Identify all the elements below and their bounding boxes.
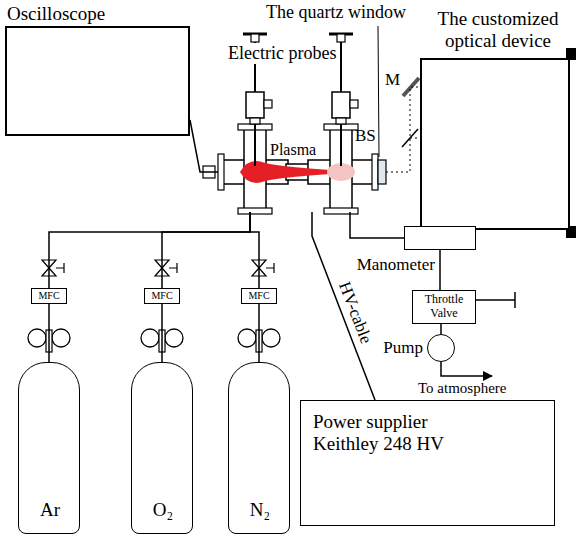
flange (218, 154, 224, 190)
pump-symbol: Pump (427, 334, 455, 362)
quartz-window (378, 160, 386, 184)
probe-fitting (246, 92, 264, 118)
oscilloscope-box: Oscilloscope (5, 26, 190, 136)
gas-valve (169, 263, 177, 273)
flange (324, 208, 358, 214)
probe-handle (251, 34, 259, 42)
part-label: To atmosphere (418, 380, 507, 397)
node-text: MFC (36, 290, 61, 302)
node-text: N₂ (229, 499, 291, 521)
part-label: The quartz window (266, 2, 406, 23)
node-text: Pump (383, 338, 423, 358)
pipe-or-cable (49, 212, 250, 288)
gas-cylinder: Ar (18, 362, 80, 534)
pressure-gauge (262, 329, 280, 347)
pressure-gauge (141, 329, 159, 347)
mfc-box: MFC (241, 288, 277, 304)
gas-cylinder: N₂ (228, 362, 290, 534)
flange (372, 154, 378, 190)
pressure-gauge (238, 329, 256, 347)
node-text: The customized optical device (419, 8, 577, 52)
pressure-gauge (165, 329, 183, 347)
pressure-gauge (52, 329, 70, 347)
probe-fitting (250, 118, 260, 124)
node-text: Manometer (357, 255, 435, 275)
pipe-or-cable (162, 212, 250, 288)
node-text: Power supplier Keithley 248 HV (313, 411, 473, 455)
probe-fitting (336, 118, 346, 124)
throttle-valve-box: Throttle Valve (412, 290, 476, 324)
pipe-or-cable (250, 212, 259, 288)
node-text: O₂ (132, 499, 194, 521)
part-label: BS (355, 126, 376, 146)
node-text: Plasma (270, 141, 316, 159)
valve-handle (514, 292, 516, 308)
pipe-or-cable (350, 212, 404, 238)
gas-valve (266, 263, 274, 273)
gas-valve (56, 263, 64, 273)
probe-handle (337, 34, 345, 42)
probe-fitting (332, 92, 350, 118)
gas-cylinder: O₂ (131, 362, 193, 534)
pressure-gauge (28, 329, 46, 347)
valve-handle (470, 299, 515, 301)
node-text: MFC (149, 290, 174, 302)
probe-fitting (350, 100, 358, 108)
plasma-chamber: Plasma (218, 140, 386, 212)
node-text: Throttle Valve (413, 293, 475, 321)
probe-fitting (264, 100, 272, 108)
power-supply-box: Power supplier Keithley 248 HV (300, 400, 555, 526)
leader-line (378, 26, 379, 157)
pipe-or-cable (190, 120, 218, 172)
flange (238, 208, 272, 214)
part-label: M (385, 70, 400, 90)
mfc-box: MFC (31, 288, 67, 304)
optical-device-box: The customized optical device (420, 58, 570, 230)
mirror (403, 78, 419, 96)
manometer-box: Manometer (404, 226, 476, 250)
pipe-or-cable (258, 304, 260, 362)
pipe-or-cable (48, 304, 50, 362)
exhaust-arrow (441, 362, 492, 376)
pipe-or-cable (440, 324, 442, 334)
part-label: Electric probes (226, 43, 338, 64)
light-path (411, 87, 420, 88)
plasma-glow (240, 161, 330, 183)
node-text: Oscilloscope (7, 3, 105, 25)
node-text: Ar (19, 499, 81, 521)
mfc-box: MFC (144, 288, 180, 304)
pipe-or-cable (439, 250, 441, 290)
light-path (386, 87, 410, 172)
cable-label: HV-cable (334, 278, 377, 349)
node-text: MFC (246, 290, 271, 302)
pipe-or-cable (161, 304, 163, 362)
light-path (410, 138, 420, 139)
